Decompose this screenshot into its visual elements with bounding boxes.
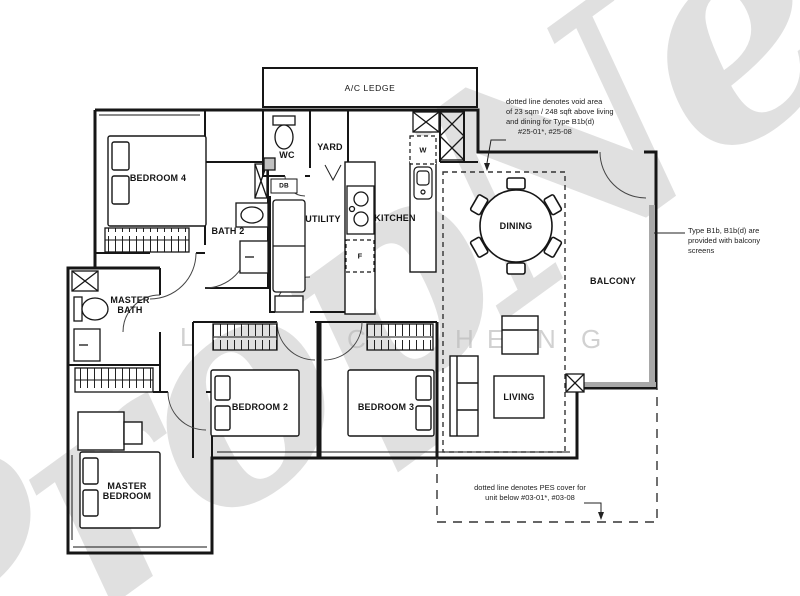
label-wc: WC: [279, 150, 295, 160]
label-utility: UTILITY: [305, 214, 341, 224]
leader-arrowheads: [484, 163, 604, 520]
note-screen-line3: screens: [688, 246, 715, 255]
bath2-fixtures: [235, 202, 269, 274]
wardrobes: [74, 227, 434, 393]
interior-walls: [68, 110, 478, 458]
label-washer: W: [419, 145, 427, 155]
label-master-bedroom-line1: MASTER: [107, 481, 147, 491]
label-bedroom2: BEDROOM 2: [231, 402, 289, 412]
note-void-line2: of 23 sqm / 248 sqft above living: [506, 107, 614, 116]
label-master-bath-line1: MASTER: [110, 295, 150, 305]
note-screen-line1: Type B1b, B1b(d) are: [688, 226, 760, 235]
armchair: [501, 315, 539, 355]
note-screen-line2: provided with balcony: [688, 236, 761, 245]
note-void-area: dotted line denotes void area of 23 sqm …: [506, 97, 614, 137]
dining-table: [469, 177, 563, 275]
wc-toilet: [263, 115, 296, 171]
coffee-table: [493, 375, 545, 419]
note-void-line4: #25-01*, #25-08: [518, 127, 572, 136]
label-ac-ledge: A/C LEDGE: [344, 83, 396, 93]
db-box: [270, 178, 298, 194]
note-balcony-screen: Type B1b, B1b(d) are provided with balco…: [688, 226, 760, 256]
label-db: DB: [279, 182, 289, 190]
utility-storage: [272, 199, 306, 313]
label-living: LIVING: [503, 392, 535, 402]
bed-bedroom4: [107, 135, 207, 227]
label-master-bath-line2: BATH: [117, 305, 143, 315]
label-fridge: F: [357, 251, 363, 261]
sofa: [449, 355, 479, 437]
label-master-bath: MASTER BATH: [110, 295, 149, 315]
leader-lines: [486, 139, 685, 512]
label-balcony: BALCONY: [590, 276, 636, 286]
label-dining: DINING: [499, 221, 533, 231]
note-pes-line2: unit below #03-01*, #03-08: [485, 493, 575, 502]
outer-walls: [66, 108, 658, 555]
label-master-bedroom: MASTER BEDROOM: [103, 481, 151, 501]
void-area-outline: [442, 171, 566, 453]
label-master-bedroom-line2: BEDROOM: [102, 491, 152, 501]
master-bath-fixtures: [73, 296, 109, 362]
balcony-screen: [578, 205, 656, 387]
washer: [409, 135, 437, 165]
label-bedroom4: BEDROOM 4: [129, 173, 187, 183]
pes-cover-outline: [436, 388, 658, 523]
note-void-line3: and dining for Type B1b(d): [506, 117, 595, 126]
bed-master-bedroom: [77, 411, 161, 529]
note-pes-line1: dotted line denotes PES cover for: [474, 483, 586, 492]
window-lines: [71, 114, 570, 548]
note-void-line1: dotted line denotes void area: [506, 97, 603, 106]
label-kitchen: KITCHEN: [374, 213, 416, 223]
door-swings: [122, 151, 647, 431]
stove: [346, 185, 375, 235]
label-bath2: BATH 2: [211, 226, 245, 236]
fridge: [345, 239, 375, 273]
label-bedroom3: BEDROOM 3: [357, 402, 415, 412]
bed-bedroom3: [347, 369, 435, 437]
bed-bedroom2: [210, 369, 300, 437]
kitchen-sink: [413, 166, 433, 200]
label-yard: YARD: [317, 142, 343, 152]
note-pes-cover: dotted line denotes PES cover for unit b…: [460, 483, 600, 503]
ac-ledge-outline: [262, 67, 478, 108]
